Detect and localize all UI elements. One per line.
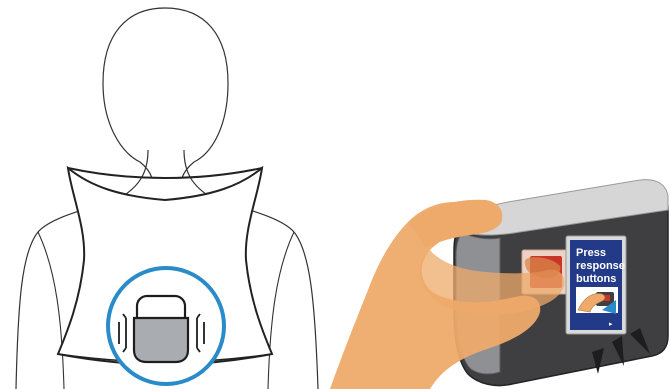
vibrating-device-highlight	[108, 268, 224, 384]
device-pocket	[134, 318, 188, 362]
screen-text-line3: buttons	[576, 273, 616, 285]
screen-text-line1: Press	[576, 247, 606, 259]
arm-crease-right	[268, 232, 294, 389]
arm-crease-left	[38, 232, 64, 389]
handheld-device-scene: Press response buttons ▸	[330, 180, 668, 389]
svg-text:▸: ▸	[609, 321, 613, 328]
screen-text-line2: response	[576, 260, 625, 272]
person-back-view	[16, 8, 318, 389]
head-outline	[103, 8, 228, 178]
